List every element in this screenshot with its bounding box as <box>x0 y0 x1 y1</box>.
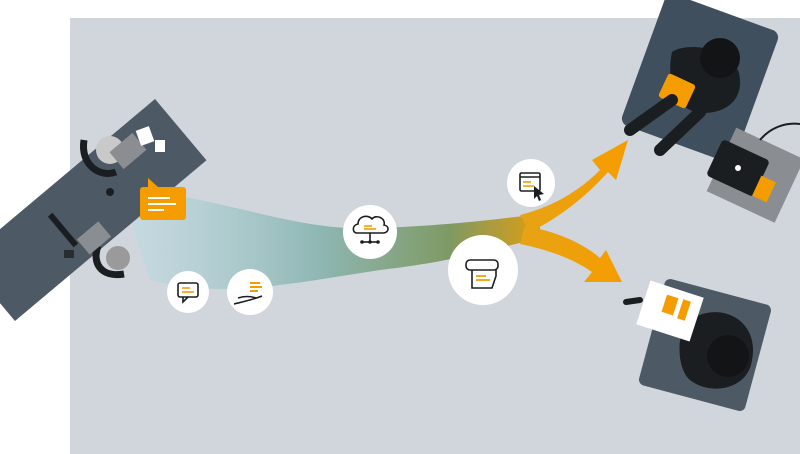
newspaper-block-1 <box>661 294 679 316</box>
paper-sheet-small <box>155 140 165 152</box>
worker-bottom-body <box>92 244 125 279</box>
newspaper-block-2 <box>677 299 691 321</box>
flow-arrow-upper <box>520 140 628 232</box>
desk <box>0 99 207 321</box>
laptop-bottom <box>76 221 112 255</box>
hand-coins-icon <box>227 269 273 315</box>
laptop-cable <box>759 122 800 141</box>
browser-click-icon <box>507 159 555 207</box>
data-flow-band <box>118 185 540 289</box>
printer-receipt-icon <box>448 235 518 305</box>
cloud-network-icon <box>343 205 397 259</box>
person-top-head <box>700 38 740 78</box>
worker-bottom-head <box>106 246 130 270</box>
flow-arrow-lower <box>520 226 622 282</box>
laptop-top <box>109 132 147 170</box>
person-reading-document <box>623 278 772 412</box>
person-bottom-arm <box>623 297 643 305</box>
person-top-leg-right <box>654 106 706 156</box>
desk-monitor <box>47 212 79 248</box>
laptop-scene <box>706 122 800 223</box>
worker-top-body <box>80 139 118 177</box>
document-bubble-icon <box>140 178 186 220</box>
laptop-orange-card <box>752 175 776 203</box>
chat-bubble-icon <box>167 271 209 313</box>
person-bottom-head <box>707 335 749 377</box>
desk-mug <box>106 188 114 196</box>
laptop-logo <box>735 165 741 171</box>
left-desk-scene <box>0 99 207 321</box>
person-with-tablet <box>621 0 779 163</box>
person-top-leg-left <box>624 94 678 136</box>
desk-phone <box>64 250 74 258</box>
paper-sheet <box>135 126 155 146</box>
